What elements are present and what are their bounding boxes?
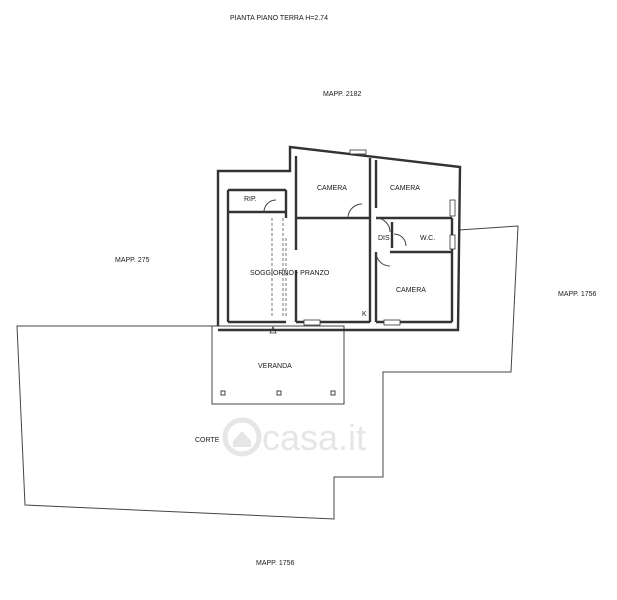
neighbor-label-north: MAPP. 2182 — [323, 91, 362, 98]
neighbor-label-west: MAPP. 275 — [115, 257, 150, 264]
watermark-text: casa.it — [262, 417, 366, 458]
entrance-arrow-icon — [269, 326, 277, 334]
room-label-k: K — [362, 311, 367, 318]
room-label-dis: DIS — [378, 235, 390, 242]
courtyard-boundary — [16, 225, 519, 520]
interior-walls — [226, 156, 454, 324]
house-exterior-wall — [216, 145, 462, 332]
door-swings — [263, 199, 407, 267]
watermark-logo-icon — [222, 417, 262, 457]
room-label-rip: RIP. — [244, 196, 257, 203]
windows — [303, 149, 456, 326]
veranda-pillar — [220, 390, 226, 396]
veranda-pillar — [330, 390, 336, 396]
room-label-veranda: VERANDA — [258, 363, 292, 370]
veranda-outline — [211, 325, 345, 405]
watermark: casa.it — [222, 417, 366, 458]
room-label-wc: W.C. — [420, 235, 435, 242]
room-label-camera: CAMERA — [317, 185, 347, 192]
room-label-camera: CAMERA — [390, 185, 420, 192]
plan-title: PIANTA PIANO TERRA H=2.74 — [230, 15, 328, 22]
neighbor-label-east: MAPP. 1756 — [558, 291, 597, 298]
area-label-corte: CORTE — [195, 437, 220, 444]
neighbor-label-south: MAPP. 1756 — [256, 560, 295, 567]
room-label-camera: CAMERA — [396, 287, 426, 294]
veranda-pillar — [276, 390, 282, 396]
room-label-soggiorno: SOGGIORNO - PRANZO — [250, 270, 330, 277]
